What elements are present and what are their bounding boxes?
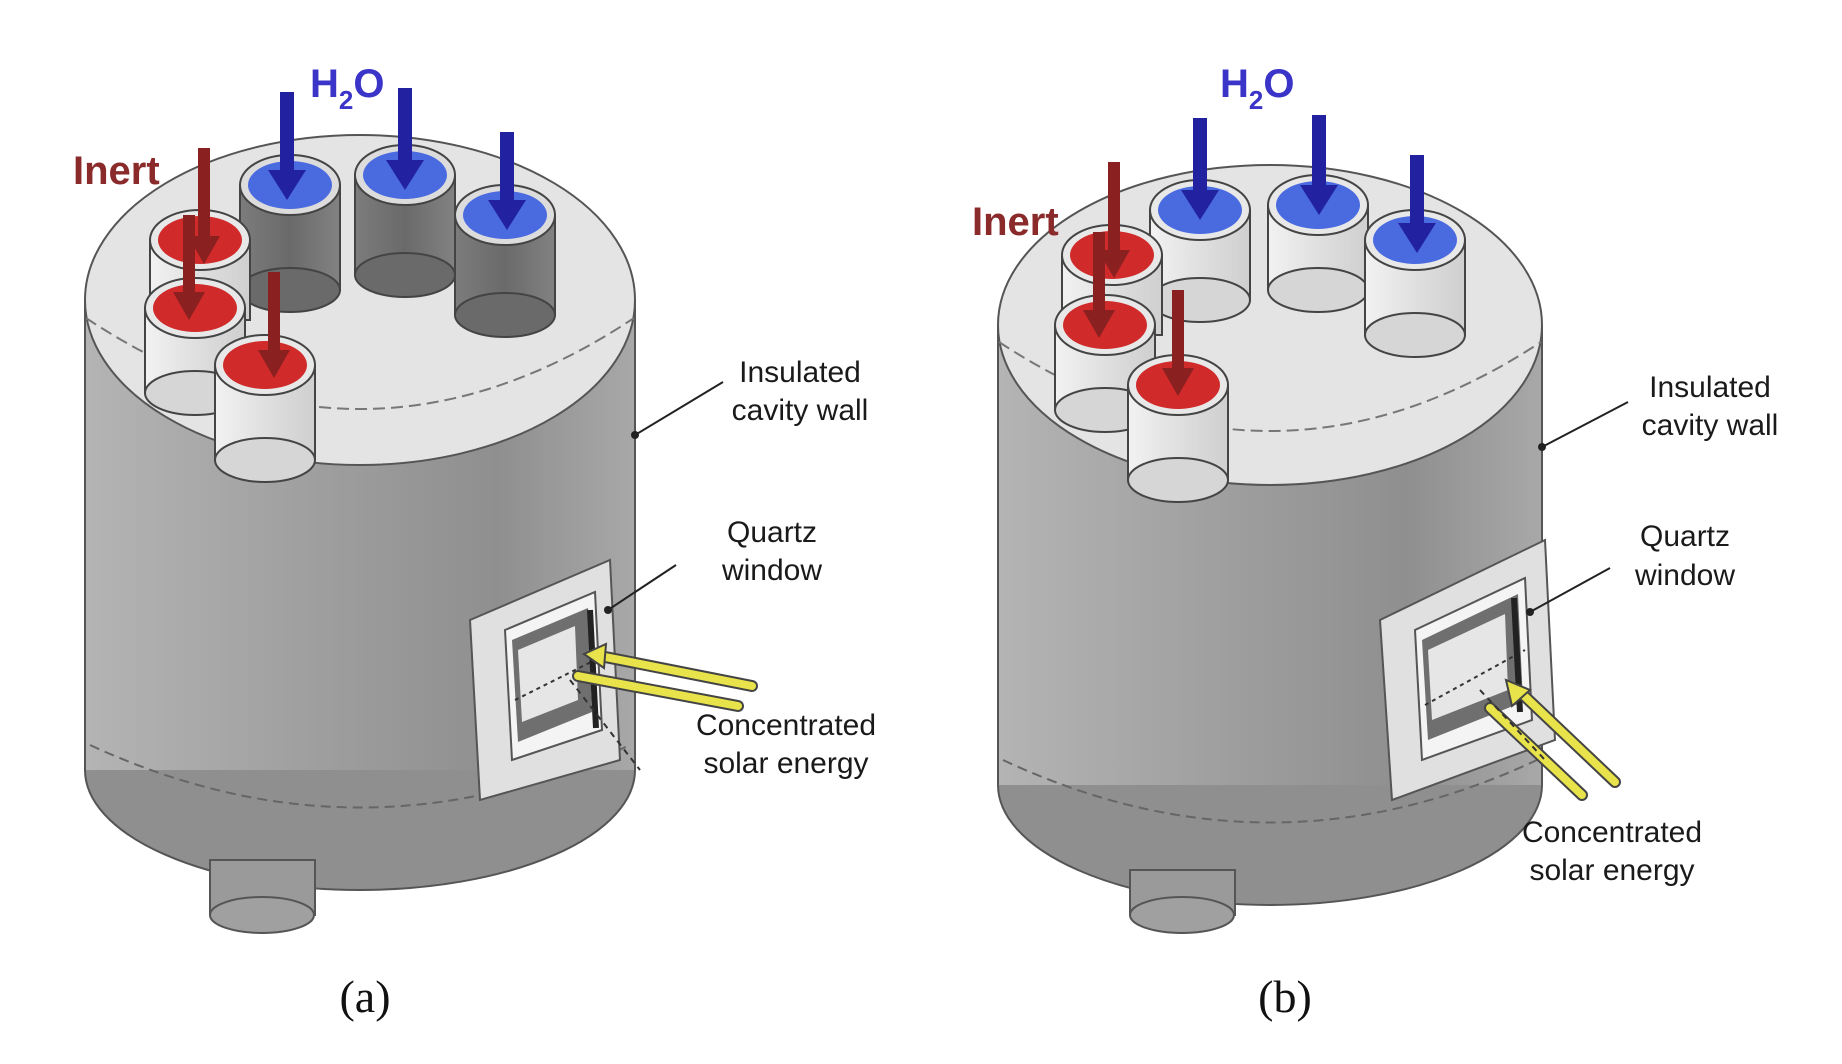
wall-label-a-line2: cavity wall xyxy=(732,394,869,427)
wall-label-b-line1: Insulated xyxy=(1649,371,1771,404)
solar-label-a-line1: Concentrated xyxy=(696,709,876,742)
inert-port-b3 xyxy=(1127,354,1229,503)
water-label-b: H2O xyxy=(1220,62,1294,115)
water-port-b2 xyxy=(1267,174,1369,313)
quartz-window-a xyxy=(468,558,622,802)
inert-label-a: Inert xyxy=(73,149,160,193)
window-label-a-line1: Quartz xyxy=(727,516,817,549)
caption-a: (a) xyxy=(339,971,390,1022)
caption-b: (b) xyxy=(1258,971,1312,1022)
window-leader-a xyxy=(607,564,677,611)
solar-label-b-line1: Concentrated xyxy=(1522,816,1702,849)
water-port-a2 xyxy=(354,144,456,298)
solar-beam-b xyxy=(1479,678,1621,801)
window-label-a-line2: window xyxy=(721,554,822,587)
window-label-b-line2: window xyxy=(1634,559,1735,592)
window-leader-b xyxy=(1529,567,1611,613)
solar-beam-a xyxy=(569,642,758,771)
panel-b: Inert H2O Insulated cavity wall Quartz w… xyxy=(972,62,1778,1022)
down-arrow-icon xyxy=(268,88,526,230)
panel-a: Inert H2O Insulated cavity wall Quartz w… xyxy=(73,62,876,1022)
wall-label-b-line2: cavity wall xyxy=(1642,409,1779,442)
water-port-a3 xyxy=(454,184,556,338)
water-port-b1 xyxy=(1149,179,1251,323)
water-label-a: H2O xyxy=(310,62,384,115)
window-label-b-line1: Quartz xyxy=(1640,520,1730,553)
wall-leader-a xyxy=(634,381,724,436)
wall-leader-b xyxy=(1541,401,1629,448)
solar-label-a-line2: solar energy xyxy=(703,747,868,780)
inert-label-b: Inert xyxy=(972,200,1059,244)
solar-label-b-line2: solar energy xyxy=(1529,854,1694,887)
wall-label-a-line1: Insulated xyxy=(739,356,861,389)
down-arrow-icon xyxy=(173,148,290,378)
down-arrow-icon xyxy=(1083,162,1194,396)
water-port-b3 xyxy=(1364,209,1466,358)
down-arrow-icon xyxy=(1181,115,1436,253)
